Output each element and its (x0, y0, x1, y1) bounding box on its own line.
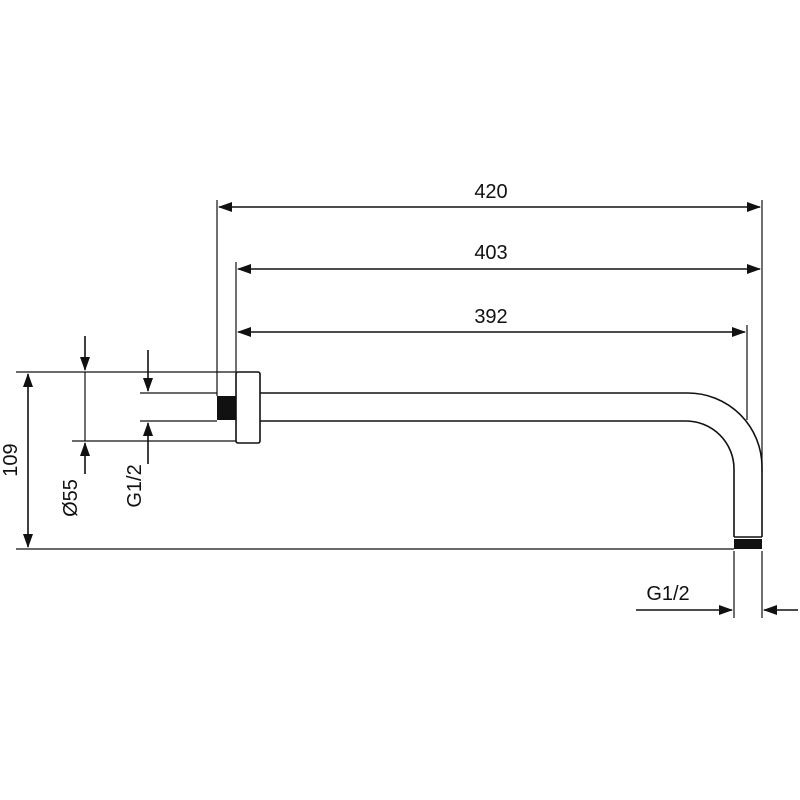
inlet-thread-stub (217, 396, 236, 420)
arm-tube-inner (260, 420, 735, 537)
label-outlet-thread: G1/2 (646, 583, 689, 605)
shower-arm (217, 371, 763, 549)
label-tube-length: 392 (474, 306, 507, 328)
label-inlet-thread: G1/2 (124, 464, 146, 507)
label-height: 109 (0, 443, 22, 476)
outlet-thread (734, 539, 762, 549)
extension-lines (16, 200, 763, 618)
arm-tube-outer (260, 392, 763, 537)
wall-flange (235, 371, 261, 444)
label-flange-diameter: Ø55 (60, 479, 82, 517)
label-arm-length: 403 (474, 242, 507, 264)
label-overall-length: 420 (474, 181, 507, 203)
